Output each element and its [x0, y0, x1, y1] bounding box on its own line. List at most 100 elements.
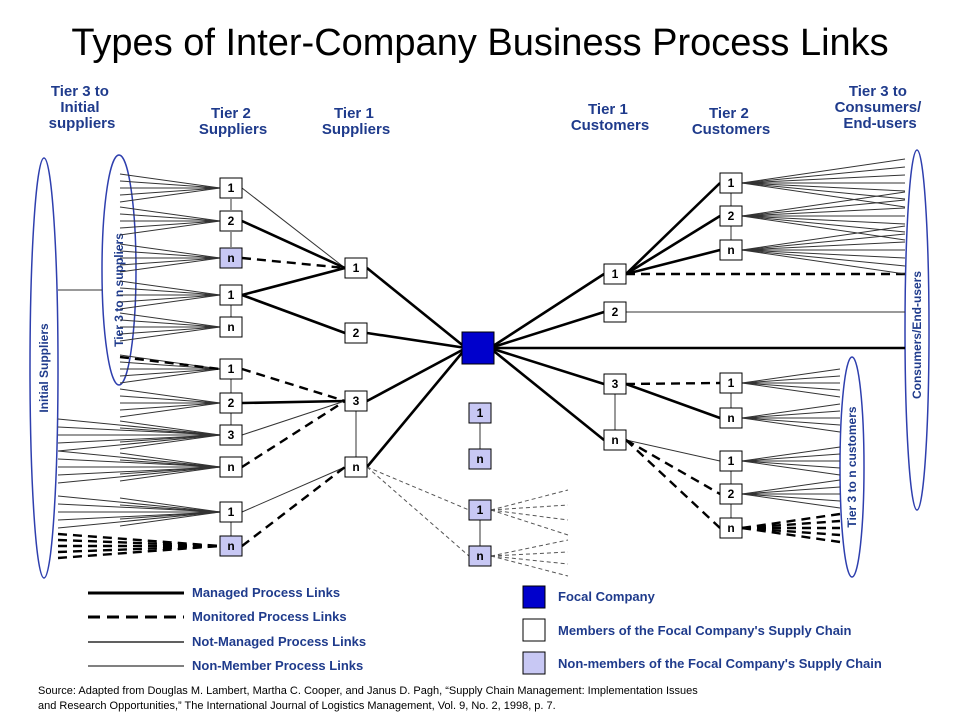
node-s2-n1: n: [219, 247, 243, 269]
process-link: [241, 256, 346, 270]
node-box: [719, 517, 743, 539]
header-tier2-suppliers: Tier 2 Suppliers: [199, 105, 267, 138]
consumer-fan-link: [741, 215, 906, 233]
legend-member-label: Members of the Focal Company's Supply Ch…: [558, 623, 852, 638]
source-line-2: and Research Opportunities,” The Interna…: [38, 700, 556, 712]
legend-not-managed-label: Not-Managed Process Links: [192, 634, 366, 649]
node-nm-1b: 1: [468, 499, 492, 521]
initial-supplier-link: [57, 503, 221, 513]
process-link: [625, 438, 721, 496]
node-label: 3: [353, 394, 360, 408]
tier3-supplier-link: [119, 402, 221, 411]
node-label: 2: [728, 209, 735, 223]
node-s1-n: n: [344, 456, 368, 478]
legend-member-swatch: [522, 618, 546, 642]
customer-fan-link: [741, 382, 841, 391]
customer-fan-link: [741, 382, 841, 398]
process-link: [241, 219, 346, 270]
node-box: [603, 373, 627, 395]
node-box: [719, 407, 743, 429]
non-member-fan-link: [490, 509, 569, 536]
node-box: [603, 263, 627, 285]
process-link: [241, 466, 346, 547]
tier3-supplier-link: [119, 361, 221, 370]
consumer-fan-link: [741, 191, 906, 217]
consumers-end-users-ellipse: [904, 149, 930, 511]
node-box: [603, 301, 627, 323]
node-c2-2: 2: [719, 205, 743, 227]
node-s1-2: 2: [344, 322, 368, 344]
process-link: [366, 466, 470, 511]
consumer-fan-link: [741, 241, 906, 251]
tier3-supplier-link: [119, 220, 221, 229]
customer-fan-link: [741, 417, 841, 433]
process-link: [241, 293, 346, 335]
node-c1-n: n: [603, 429, 627, 451]
tier3-supplier-link: [119, 173, 221, 189]
node-label: 1: [728, 454, 735, 468]
legend-focal-swatch: [522, 585, 546, 609]
node-box: [219, 177, 243, 199]
customer-fan-link: [741, 410, 841, 419]
customer-fan-link: [741, 417, 841, 426]
tier3-supplier-link: [119, 319, 221, 328]
node-box: [344, 390, 368, 412]
node-label: 3: [612, 377, 619, 391]
tier3-supplier-link: [119, 294, 221, 303]
process-link: [625, 439, 721, 462]
process-link: [241, 266, 346, 297]
non-member-fan-link: [490, 504, 569, 511]
legend-managed-label: Managed Process Links: [192, 585, 340, 600]
initial-supplier-link: [57, 495, 221, 513]
node-label: n: [476, 452, 483, 466]
legend: Managed Process Links Monitored Process …: [88, 585, 882, 675]
process-link: [625, 382, 721, 420]
node-box: [468, 499, 492, 521]
process-links: [57, 158, 906, 577]
consumer-fan-link: [741, 182, 906, 192]
page-title: Types of Inter-Company Business Process …: [71, 22, 889, 64]
node-label: 1: [477, 406, 484, 420]
node-label: 1: [228, 288, 235, 302]
process-link: [366, 347, 467, 468]
tier3-supplier-link: [119, 213, 221, 222]
node-s2-2: 2: [219, 210, 243, 232]
header-tier3-consumers: Tier 3 to Consumers/ End-users: [835, 83, 926, 132]
node-nm-n2: n: [468, 545, 492, 567]
node-label: 2: [228, 214, 235, 228]
node-label: 2: [612, 305, 619, 319]
tier3-supplier-link: [119, 402, 221, 418]
tier3-supplier-link: [119, 294, 221, 310]
customer-monitored-link: [741, 526, 841, 544]
tier3-supplier-link: [119, 388, 221, 404]
tier3-supplier-link: [119, 187, 221, 203]
non-member-fan-link: [490, 509, 569, 521]
node-box: [468, 402, 492, 424]
node-label: n: [727, 243, 734, 257]
node-s2-1: 1: [219, 177, 243, 199]
initial-supplier-link: [57, 466, 221, 476]
node-c2-n: n: [719, 239, 743, 261]
initial-suppliers-label: Initial Suppliers: [37, 323, 51, 413]
customer-fan-link: [741, 493, 841, 502]
consumer-fan-link: [741, 225, 906, 251]
customer-fan-link: [741, 446, 841, 462]
node-box: [219, 247, 243, 269]
node-label: 1: [353, 261, 360, 275]
node-label: n: [227, 460, 234, 474]
node-s2-n3: n: [219, 456, 243, 478]
process-link: [625, 182, 721, 275]
node-box: [219, 456, 243, 478]
node-c2-1b: 1: [719, 372, 743, 394]
node-s2-n4: n: [219, 535, 243, 557]
tier3-supplier-link: [119, 312, 221, 328]
tier3-supplier-link: [119, 243, 221, 259]
tier3-supplier-link: [119, 497, 221, 513]
process-link: [489, 310, 605, 350]
node-box: [603, 429, 627, 451]
node-s2-n2: n: [219, 316, 243, 338]
node-box: [219, 358, 243, 380]
tier3-supplier-link: [119, 280, 221, 296]
customer-fan-link: [741, 368, 841, 384]
